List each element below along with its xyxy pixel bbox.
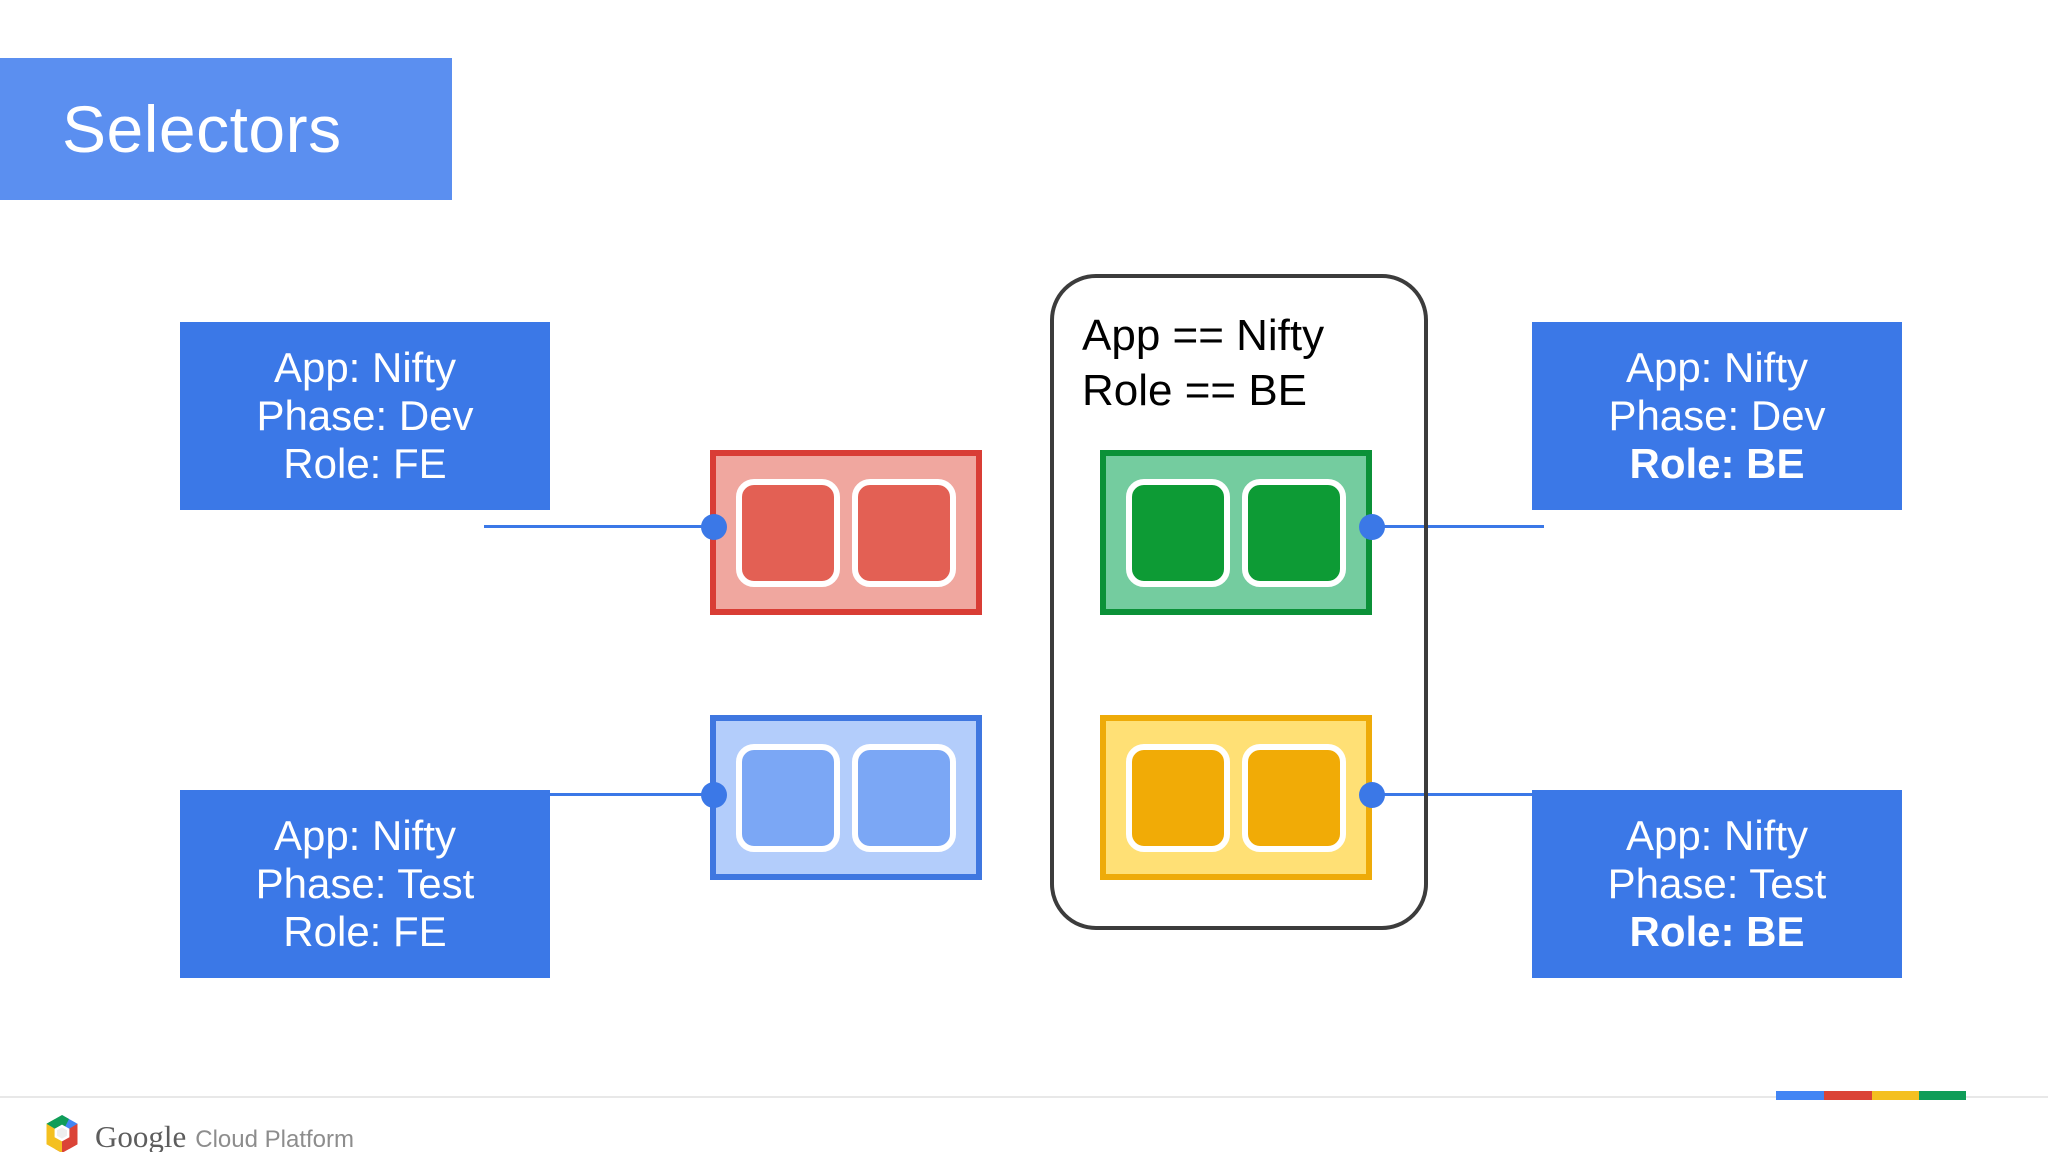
selector-container [1050,274,1428,930]
pod-group-backend-test [1100,715,1372,880]
google-cloud-platform-logo: Google Cloud Platform [40,1112,354,1152]
pod-group-backend-dev [1100,450,1372,615]
page-title: Selectors [62,92,342,166]
pod [1126,478,1230,587]
connector-dot-bottom-left [701,782,727,808]
connector-line-bottom-right [1372,793,1544,796]
label-line-phase: Phase: Dev [1608,392,1826,440]
connector-line-top-left [484,525,714,528]
color-bar-segment-0 [1776,1091,1824,1100]
label-line-app: App: Nifty [1625,344,1809,392]
selector-query-text: App == Nifty Role == BE [1082,308,1402,418]
pod [736,478,840,587]
pod [852,743,956,852]
pod [1242,478,1346,587]
label-line-phase: Phase: Test [255,860,475,908]
connector-dot-bottom-right [1359,782,1385,808]
pod [1242,743,1346,852]
google-color-bar [1776,1091,1966,1100]
label-box-top-right: App: Nifty Phase: Dev Role: BE [1532,322,1902,510]
footer-divider [0,1096,2048,1098]
label-box-bottom-right: App: Nifty Phase: Test Role: BE [1532,790,1902,978]
label-line-role: Role: BE [1629,907,1805,955]
brand-cloud-platform: Cloud Platform [195,1126,354,1152]
gcp-wordmark: Google Cloud Platform [95,1121,354,1152]
selector-query-line-role: Role == BE [1082,366,1308,415]
label-line-app: App: Nifty [273,344,457,392]
pod [852,478,956,587]
connector-dot-top-left [701,514,727,540]
label-line-app: App: Nifty [273,812,457,860]
label-box-bottom-left: App: Nifty Phase: Test Role: FE [180,790,550,978]
label-line-app: App: Nifty [1625,812,1809,860]
connector-line-top-right [1372,525,1544,528]
brand-google: Google [95,1119,187,1152]
label-line-role: Role: FE [283,907,447,955]
pod [1126,743,1230,852]
color-bar-segment-1 [1824,1091,1872,1100]
label-line-role: Role: BE [1629,439,1805,487]
label-line-role: Role: FE [283,439,447,487]
label-box-top-left: App: Nifty Phase: Dev Role: FE [180,322,550,510]
pod-group-frontend-test [710,715,982,880]
title-banner: Selectors [0,58,452,200]
connector-line-bottom-left [484,793,714,796]
color-bar-segment-2 [1872,1091,1919,1100]
color-bar-segment-3 [1919,1091,1966,1100]
selector-query-line-app: App == Nifty [1082,311,1325,360]
connector-dot-top-right [1359,514,1385,540]
label-line-phase: Phase: Dev [256,392,474,440]
google-cloud-hexagon-icon [40,1112,84,1152]
pod [736,743,840,852]
label-line-phase: Phase: Test [1607,860,1827,908]
pod-group-frontend-dev [710,450,982,615]
